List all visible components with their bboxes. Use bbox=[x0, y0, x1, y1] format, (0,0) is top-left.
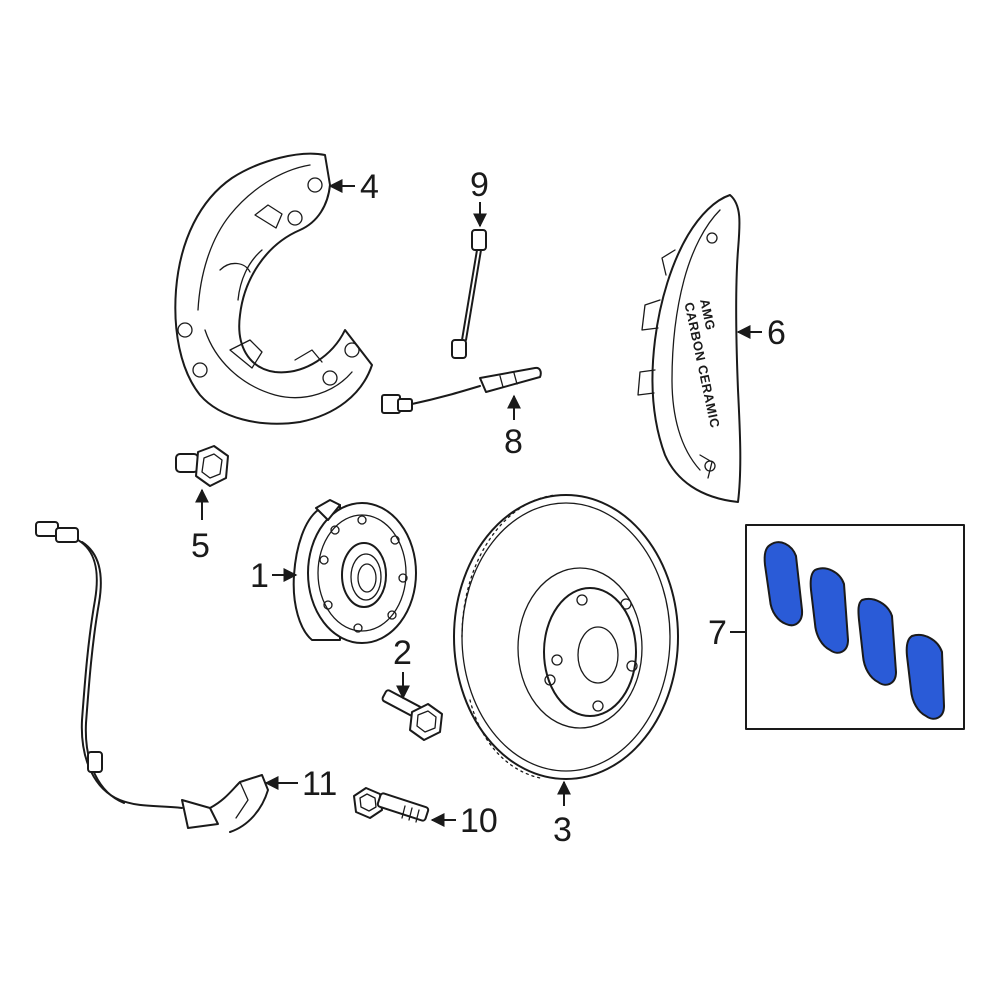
caliper-brand-amg: AMG bbox=[697, 298, 718, 332]
hub-bolt-part[interactable] bbox=[381, 689, 443, 741]
wear-sensor-short-part[interactable] bbox=[451, 229, 487, 359]
callout-9-label: 9 bbox=[470, 166, 489, 204]
caliper-bolt-part[interactable] bbox=[353, 787, 430, 823]
callout-4: 4 bbox=[328, 168, 379, 206]
callout-1: 1 bbox=[250, 557, 298, 595]
abs-sensor-harness-part[interactable] bbox=[35, 521, 269, 833]
callout-3-label: 3 bbox=[553, 811, 572, 849]
callout-3: 3 bbox=[553, 780, 572, 849]
pads-box bbox=[745, 524, 965, 730]
brake-rotor-part[interactable] bbox=[453, 494, 679, 780]
callout-6: 6 bbox=[736, 314, 786, 352]
splash-shield-part[interactable] bbox=[174, 152, 373, 425]
callout-11: 11 bbox=[264, 765, 337, 803]
callout-10: 10 bbox=[430, 802, 498, 840]
wheel-hub-part[interactable] bbox=[292, 499, 417, 644]
callout-10-label: 10 bbox=[460, 802, 498, 840]
callout-7-label: 7 bbox=[708, 614, 727, 652]
callout-5: 5 bbox=[191, 488, 210, 565]
callout-4-label: 4 bbox=[360, 168, 379, 206]
callout-2-label: 2 bbox=[393, 634, 412, 672]
callout-9: 9 bbox=[470, 166, 489, 228]
caliper-part[interactable]: AMG CARBON CERAMIC bbox=[637, 194, 742, 503]
callout-11-label: 11 bbox=[302, 765, 337, 803]
callout-5-label: 5 bbox=[191, 527, 210, 565]
brake-pads-part[interactable] bbox=[745, 524, 965, 730]
callout-1-label: 1 bbox=[250, 557, 269, 595]
wear-sensor-long-part[interactable] bbox=[381, 366, 542, 414]
callout-2: 2 bbox=[393, 634, 412, 700]
nut-part[interactable] bbox=[175, 445, 229, 487]
callout-8: 8 bbox=[504, 394, 523, 461]
callout-8-label: 8 bbox=[504, 423, 523, 461]
callout-7: 7 bbox=[708, 614, 746, 652]
callout-6-label: 6 bbox=[767, 314, 786, 352]
